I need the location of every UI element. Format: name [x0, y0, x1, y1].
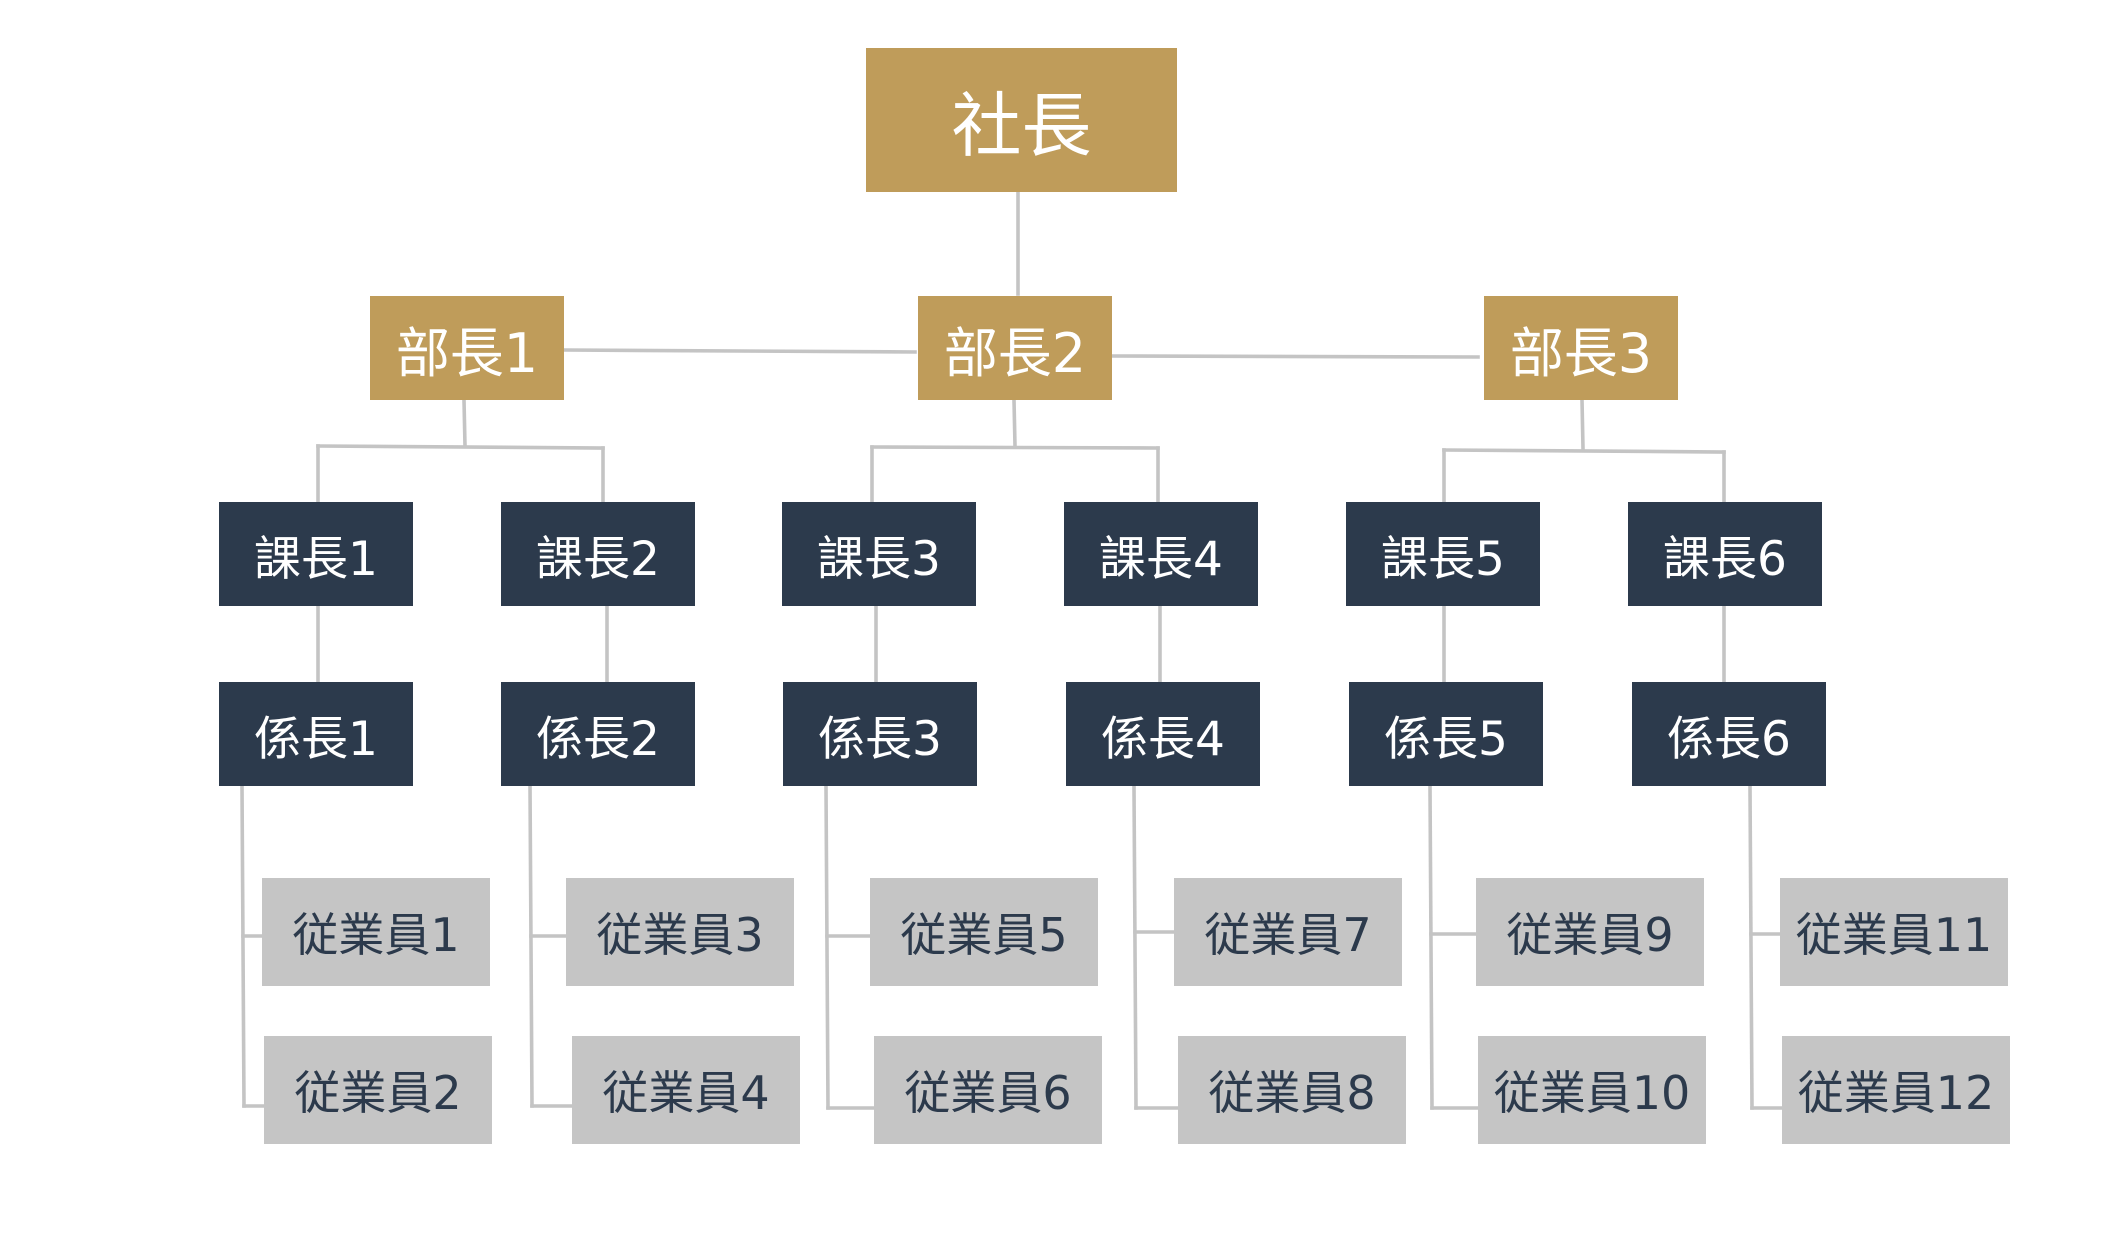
- connector-subsection-2-spine: [528, 782, 534, 1108]
- connector-director-1-bar: [316, 444, 605, 450]
- subsection-chief-label: 係長1: [254, 711, 378, 767]
- employee-box-12: 従業員12: [1782, 1036, 2010, 1144]
- subsection-chief-box-5: 係長5: [1349, 682, 1543, 786]
- employee-label: 従業員4: [602, 1066, 770, 1120]
- connector-director-2-stem: [1012, 398, 1017, 448]
- section-chief-box-4: 課長4: [1064, 502, 1258, 606]
- employee-box-9: 従業員9: [1476, 878, 1704, 986]
- employee-box-2: 従業員2: [264, 1036, 492, 1144]
- employee-box-1: 従業員1: [262, 878, 490, 986]
- employee-box-11: 従業員11: [1780, 878, 2008, 986]
- subsection-chief-label: 係長3: [818, 711, 942, 767]
- employee-box-3: 従業員3: [566, 878, 794, 986]
- employee-label: 従業員1: [292, 908, 460, 962]
- section-chief-label: 課長1: [254, 531, 378, 587]
- connector-subsection-3-spine: [824, 784, 830, 1110]
- president-label: 社長: [951, 84, 1092, 167]
- section-chief-label: 課長2: [536, 531, 660, 587]
- employee-label: 従業員12: [1797, 1066, 1995, 1120]
- employee-label: 従業員10: [1493, 1066, 1691, 1120]
- director-label: 部長1: [395, 321, 539, 385]
- employee-label: 従業員6: [904, 1066, 1072, 1120]
- connector-subsection-6-spine: [1748, 784, 1754, 1110]
- subsection-chief-box-3: 係長3: [783, 682, 977, 786]
- section-chief-box-5: 課長5: [1346, 502, 1540, 606]
- section-chief-box-6: 課長6: [1628, 502, 1822, 606]
- subsection-chief-label: 係長2: [536, 711, 660, 767]
- employee-box-7: 従業員7: [1174, 878, 1402, 986]
- employee-label: 従業員11: [1795, 908, 1993, 962]
- employee-box-5: 従業員5: [870, 878, 1098, 986]
- employee-label: 従業員8: [1208, 1066, 1376, 1120]
- connector-subsection-1-spine: [240, 784, 246, 1108]
- connector-director-row-left: [563, 348, 917, 354]
- connector-subsection-5-spine: [1428, 784, 1434, 1110]
- director-box-3: 部長3: [1484, 296, 1678, 400]
- section-chief-box-1: 課長1: [219, 502, 413, 606]
- director-box-2: 部長2: [918, 296, 1112, 400]
- employee-box-6: 従業員6: [874, 1036, 1102, 1144]
- section-chief-label: 課長6: [1663, 531, 1787, 587]
- section-chief-label: 課長3: [817, 531, 941, 587]
- connector-director-2-bar: [870, 445, 1160, 450]
- subsection-chief-box-4: 係長4: [1066, 682, 1260, 786]
- section-chief-box-3: 課長3: [782, 502, 976, 606]
- connector-director-3-stem: [1580, 398, 1585, 450]
- subsection-chief-label: 係長5: [1384, 711, 1508, 767]
- employee-box-8: 従業員8: [1178, 1036, 1406, 1144]
- employee-box-10: 従業員10: [1478, 1036, 1706, 1144]
- section-chief-label: 課長5: [1381, 531, 1505, 587]
- section-chief-label: 課長4: [1099, 531, 1223, 587]
- employee-label: 従業員3: [596, 908, 764, 962]
- director-box-1: 部長1: [370, 296, 564, 400]
- subsection-chief-box-6: 係長6: [1632, 682, 1826, 786]
- subsection-chief-box-2: 係長2: [501, 682, 695, 786]
- employee-label: 従業員2: [294, 1066, 462, 1120]
- employee-label: 従業員5: [900, 908, 1068, 962]
- subsection-chief-box-1: 係長1: [219, 682, 413, 786]
- president-box: 社長: [866, 48, 1177, 192]
- director-label: 部長3: [1509, 321, 1653, 385]
- section-chief-box-2: 課長2: [501, 502, 695, 606]
- employee-box-4: 従業員4: [572, 1036, 800, 1144]
- subsection-chief-label: 係長4: [1101, 711, 1225, 767]
- connector-director-3-bar: [1442, 448, 1726, 454]
- employee-label: 従業員9: [1506, 908, 1674, 962]
- employee-label: 従業員7: [1204, 908, 1372, 962]
- subsection-chief-label: 係長6: [1667, 711, 1791, 767]
- director-label: 部長2: [943, 321, 1087, 385]
- connector-subsection-4-spine: [1132, 784, 1138, 1110]
- connector-director-1-stem: [462, 398, 467, 448]
- connector-director-row-right: [1108, 354, 1480, 359]
